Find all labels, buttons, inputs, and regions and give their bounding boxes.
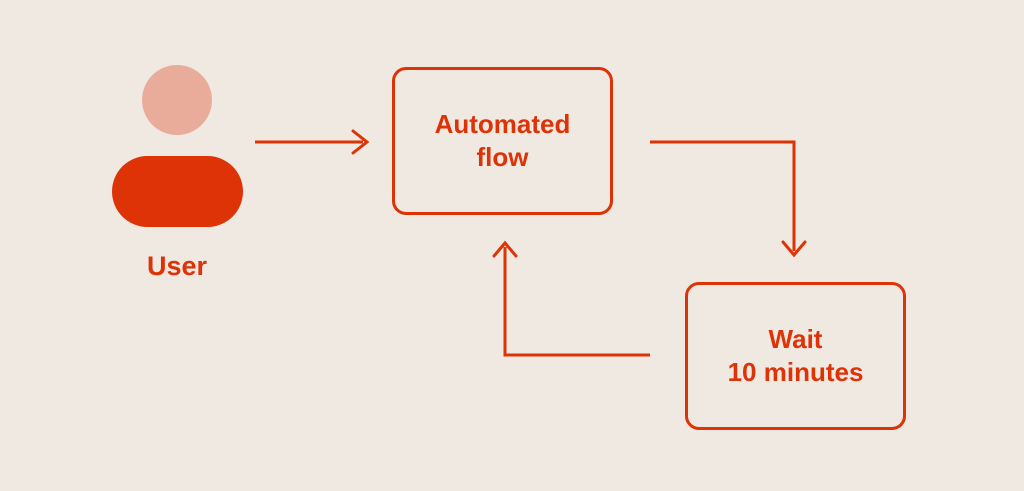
arrow-wait-to-automated-flow — [492, 240, 650, 357]
user-icon-head — [142, 65, 212, 135]
node-automated-flow: Automated flow — [392, 67, 613, 215]
node-wait-label-line1: Wait — [768, 324, 823, 354]
node-automated-flow-label-line1: Automated — [434, 109, 571, 139]
user-label: User — [146, 251, 208, 281]
node-automated-flow-label-line2: flow — [476, 142, 529, 172]
user-icon-body — [112, 156, 243, 227]
node-wait-10-minutes: Wait 10 minutes — [685, 282, 906, 430]
arrow-user-to-automated-flow — [255, 129, 370, 155]
arrow-automated-flow-to-wait — [650, 140, 807, 258]
node-wait-label-line2: 10 minutes — [727, 357, 864, 387]
